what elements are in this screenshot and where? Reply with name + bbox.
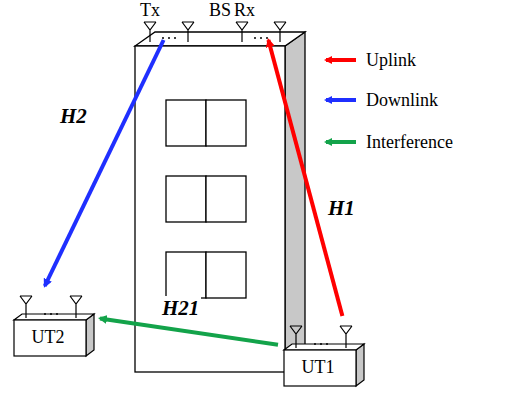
legend-arrow (326, 60, 356, 142)
tx-antenna: Tx (138, 0, 202, 40)
uplink-arrow (268, 40, 342, 316)
legend-label: Interference (366, 132, 453, 152)
user-terminal: UT1 (278, 316, 370, 388)
channel-label: H1 (326, 196, 357, 220)
ellipsis-dots (162, 37, 268, 39)
node-label: Rx (234, 0, 255, 20)
node-label: Tx (140, 0, 160, 20)
node-label: UT2 (32, 327, 65, 347)
terminal-box (14, 296, 94, 356)
legend-label: Uplink (366, 50, 416, 70)
node-label: UT1 (302, 357, 335, 377)
legend-label: Downlink (366, 90, 438, 110)
user-terminal: UT2 (8, 286, 100, 358)
downlink-arrow (45, 40, 164, 286)
interference-arrow (100, 318, 278, 344)
node-label: BS (209, 0, 231, 20)
antenna-array (144, 22, 286, 42)
channel-label: H21 (160, 296, 201, 320)
terminal-box (284, 326, 364, 386)
base-station: BS Tx Rx (130, 0, 310, 374)
channel-label: H2 (58, 104, 89, 128)
rx-antenna: Rx (230, 0, 294, 40)
